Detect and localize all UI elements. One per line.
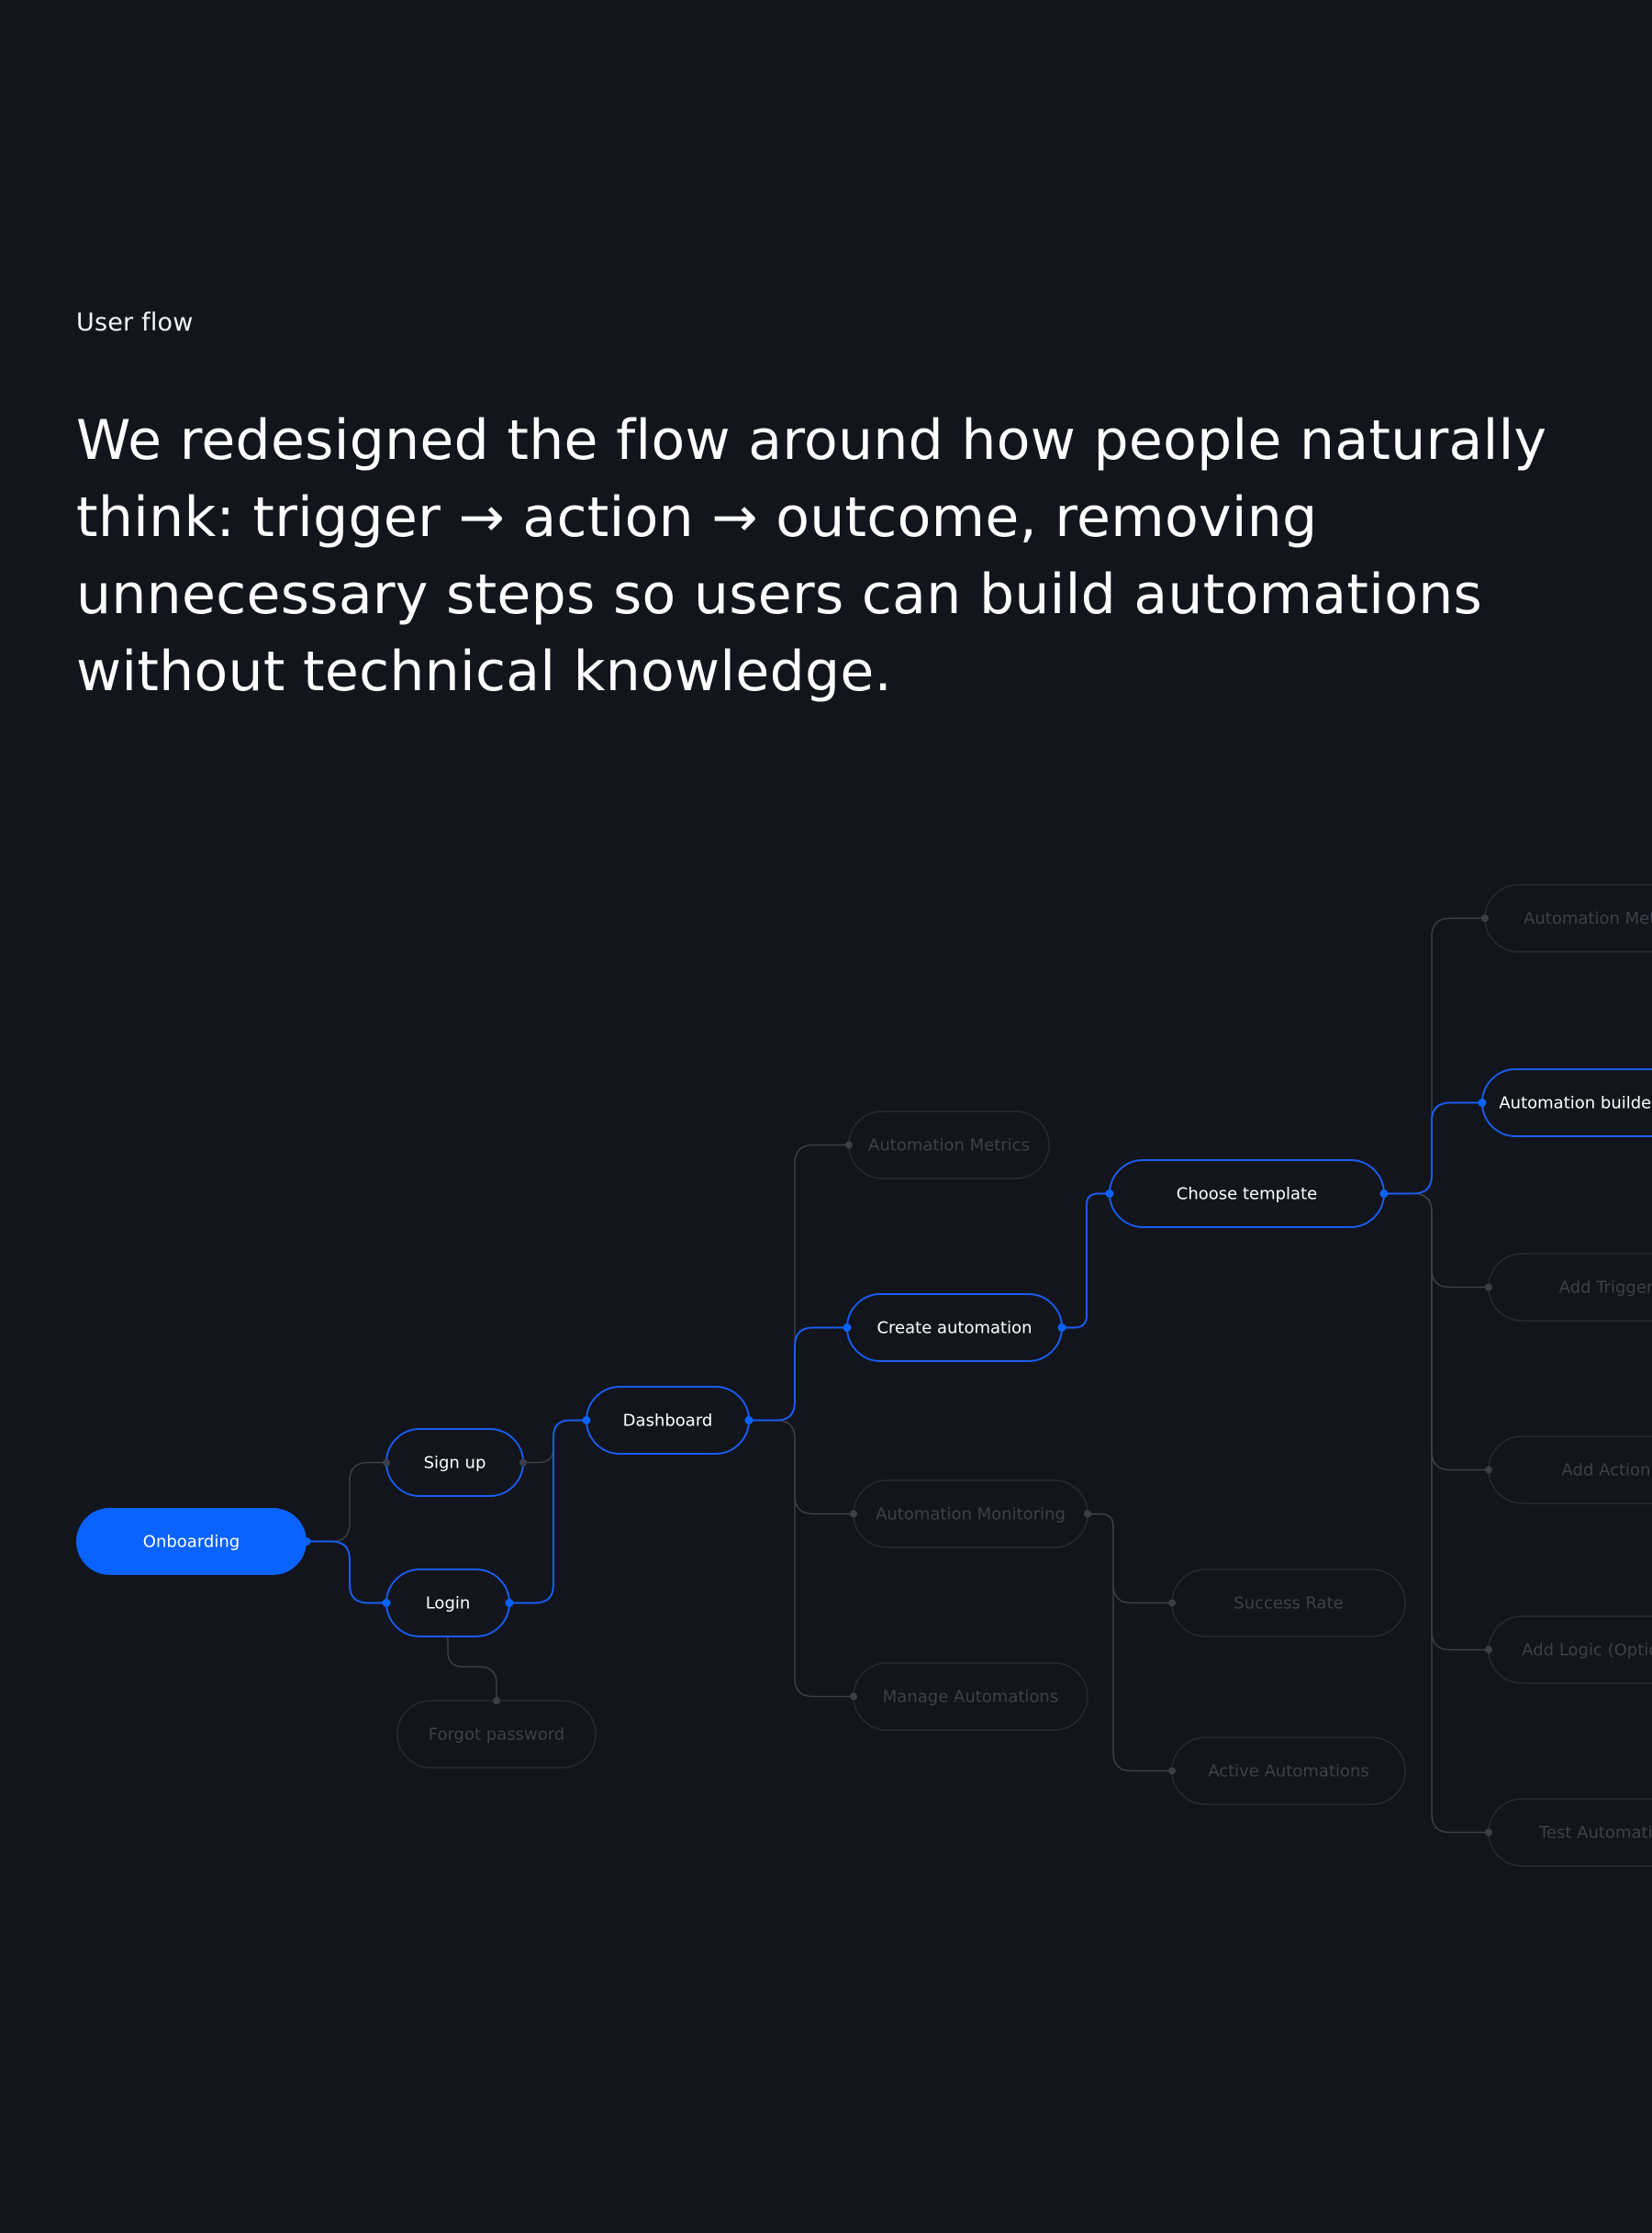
flow-node-label: Automation Metrics [868, 1136, 1030, 1156]
flow-node-label: Add Action [1562, 1461, 1651, 1480]
flow-node-automation-monitoring: Automation Monitoring [853, 1479, 1088, 1548]
flow-connector [749, 1326, 847, 1422]
flow-connector [1384, 1192, 1489, 1289]
connector-dot [850, 1692, 857, 1701]
flow-node-forgot-password: Forgot password [396, 1700, 597, 1769]
connector-dot [1057, 1323, 1066, 1332]
connector-dot [1105, 1189, 1114, 1198]
connector-dot [382, 1599, 391, 1607]
flow-node-add-logic: Add Logic (Optional) [1488, 1615, 1652, 1684]
flow-connector [749, 1419, 854, 1698]
connector-dot [845, 1141, 853, 1149]
flow-node-label: Manage Automations [883, 1688, 1058, 1707]
connector-dot [1485, 1466, 1492, 1474]
flow-node-label: Forgot password [429, 1725, 564, 1745]
flow-node-onboarding[interactable]: Onboarding [76, 1508, 307, 1575]
flow-node-add-trigger: Add Trigger [1488, 1253, 1652, 1322]
connector-dot [850, 1510, 857, 1518]
connector-dot [383, 1458, 390, 1467]
flow-node-label: Active Automations [1208, 1762, 1369, 1781]
flow-connector [749, 1144, 849, 1422]
flow-node-label: Add Logic (Optional) [1522, 1641, 1652, 1660]
connector-dot [1379, 1189, 1389, 1198]
flow-node-success-rate: Success Rate [1171, 1569, 1406, 1637]
flow-connector-dots [302, 914, 1492, 1837]
flow-connector [1062, 1192, 1110, 1329]
section-label: User flow [76, 308, 194, 337]
connector-dot [1168, 1599, 1176, 1607]
flow-connector [307, 1461, 386, 1543]
connector-dot [744, 1416, 753, 1424]
flow-node-label: Login [426, 1594, 471, 1613]
flow-node-automation-builder[interactable]: Automation builder [1481, 1068, 1652, 1137]
flow-connector [509, 1419, 586, 1604]
flow-node-label: Automation Metrics [1524, 910, 1652, 929]
flow-node-dashboard[interactable]: Dashboard [586, 1386, 750, 1455]
flow-node-label: Success Rate [1233, 1594, 1343, 1613]
flow-connector [1088, 1513, 1172, 1604]
flow-node-label: Create automation [876, 1319, 1032, 1338]
flow-node-label: Choose template [1177, 1185, 1317, 1204]
connector-dot [1084, 1510, 1091, 1518]
flow-node-label: Add Trigger [1559, 1278, 1652, 1298]
flow-node-automation-metrics-2: Automation Metrics [1484, 884, 1652, 953]
flow-node-label: Test Automation [1538, 1824, 1652, 1843]
flow-node-add-action: Add Action [1488, 1435, 1652, 1504]
flow-connector [749, 1419, 854, 1515]
connector-dot [1168, 1767, 1176, 1775]
flow-node-label: Automation Monitoring [876, 1505, 1066, 1524]
connector-dot [1485, 1828, 1492, 1837]
headline-line: without technical knowledge. [76, 640, 892, 704]
flow-node-label: Dashboard [623, 1412, 713, 1431]
connector-dot [493, 1697, 500, 1704]
connector-dot [302, 1537, 311, 1546]
flow-connector [1384, 1101, 1482, 1195]
connector-dot [1478, 1099, 1487, 1107]
flow-connector [1384, 1192, 1489, 1471]
flow-node-pill [76, 1508, 307, 1575]
flow-node-automation-metrics-1: Automation Metrics [848, 1111, 1050, 1179]
headline-line: unnecessary steps so users can build aut… [76, 563, 1483, 627]
flow-node-login[interactable]: Login [385, 1569, 510, 1637]
headline-line: think: trigger → action → outcome, remov… [76, 486, 1318, 550]
flow-node-label: Sign up [424, 1454, 486, 1473]
connector-dot [1485, 1283, 1492, 1291]
connector-dot [1481, 914, 1489, 922]
connector-dot [519, 1458, 527, 1467]
flow-connector [307, 1540, 386, 1604]
flow-connector [1384, 1192, 1489, 1834]
flow-node-manage-automations: Manage Automations [853, 1662, 1088, 1731]
headline: We redesigned the flow around how people… [76, 402, 1600, 710]
connector-dot [843, 1323, 852, 1332]
flow-connector [1384, 1192, 1489, 1651]
headline-line: We redesigned the flow around how people… [76, 408, 1547, 473]
flow-node-label: Onboarding [143, 1533, 240, 1552]
flow-edges [307, 917, 1489, 1834]
flow-node-create-automation[interactable]: Create automation [846, 1293, 1063, 1362]
flow-node-test-automation: Test Automation [1488, 1798, 1652, 1867]
flow-node-sign-up[interactable]: Sign up [385, 1428, 524, 1497]
flow-connector [1088, 1513, 1172, 1772]
flow-node-choose-template[interactable]: Choose template [1109, 1159, 1385, 1228]
flow-node-active-automations: Active Automations [1171, 1736, 1406, 1805]
connector-dot [505, 1599, 514, 1607]
flow-connector [1384, 917, 1485, 1195]
flow-connector [447, 1636, 497, 1701]
connector-dot [1485, 1646, 1492, 1654]
flow-node-label: Automation builder [1499, 1094, 1652, 1113]
connector-dot [582, 1416, 591, 1424]
